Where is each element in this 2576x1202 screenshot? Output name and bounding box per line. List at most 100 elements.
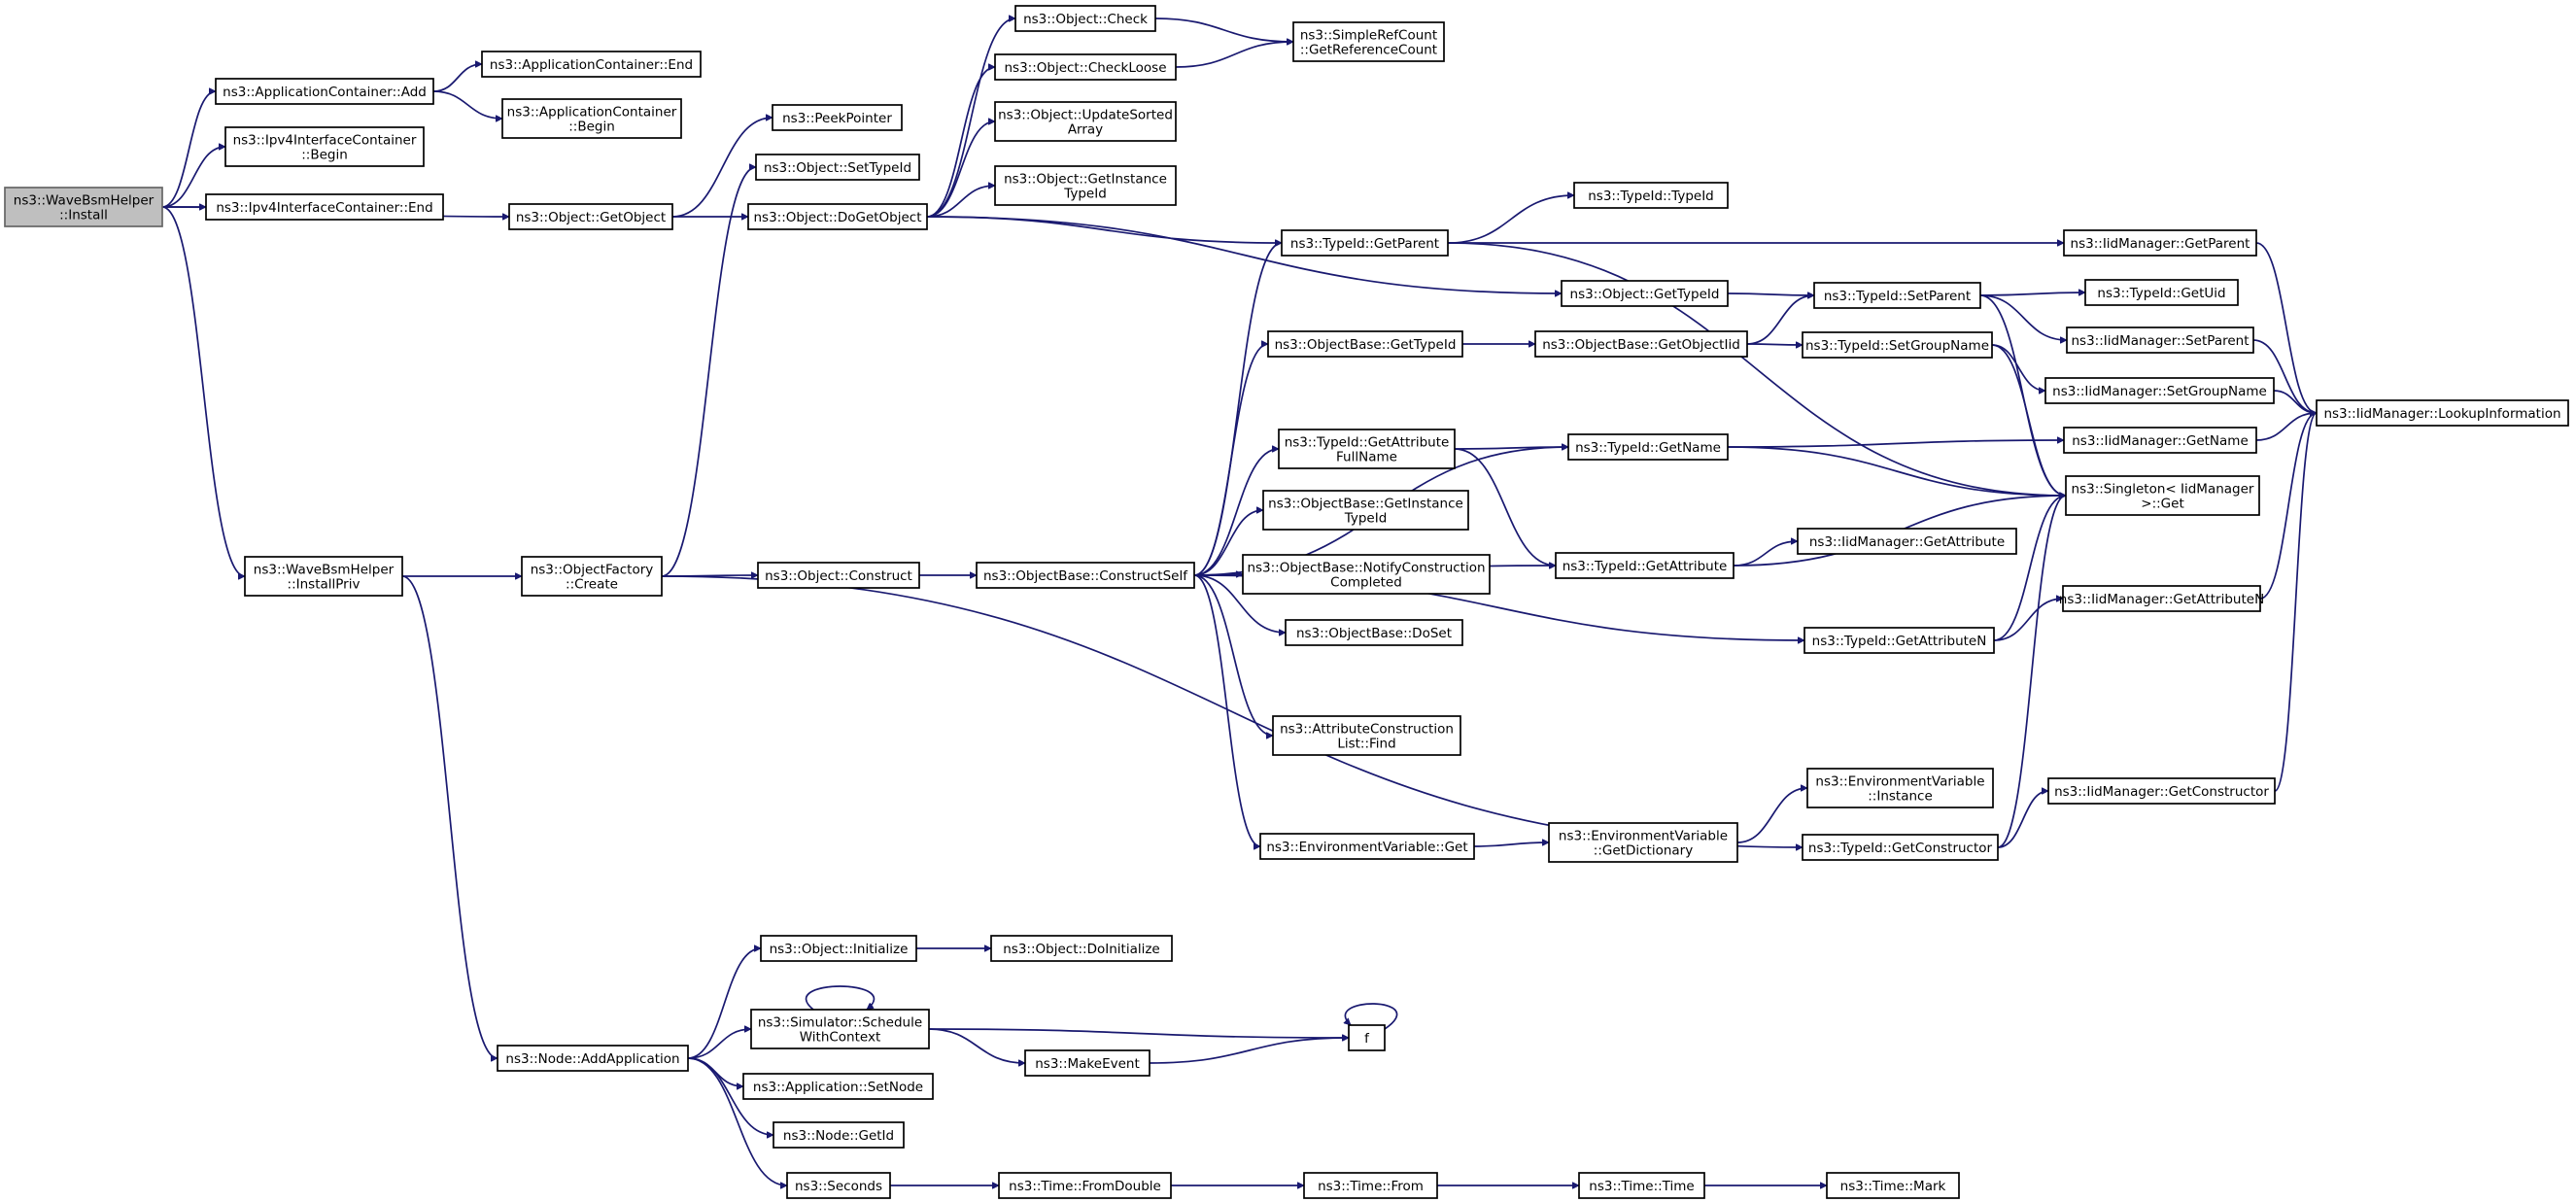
- edge-obj_dogetobject-to-obj_getinstancetypeid: [926, 186, 995, 218]
- node-objbase_gettypeid[interactable]: ns3::ObjectBase::GetTypeId: [1267, 330, 1463, 358]
- node-iid_getattribute[interactable]: ns3::IidManager::GetAttribute: [1797, 528, 2017, 555]
- node-obj_initialize[interactable]: ns3::Object::Initialize: [760, 935, 917, 962]
- edge-typeid_getattributen-to-iid_getattributen: [1993, 599, 2063, 641]
- node-box: [755, 154, 920, 181]
- nodes-layer: ns3::WaveBsmHelper::Installns3::Applicat…: [4, 5, 2569, 1199]
- node-iid_getattributen[interactable]: ns3::IidManager::GetAttributeN: [2059, 585, 2264, 612]
- node-obj_construct[interactable]: ns3::Object::Construct: [757, 562, 920, 589]
- node-wbh_installpriv[interactable]: ns3::WaveBsmHelper::InstallPriv: [244, 556, 403, 597]
- edge-obj_dogetobject-to-obj_updatesorted: [926, 121, 996, 218]
- node-iid_lookupinfo[interactable]: ns3::IidManager::LookupInformation: [2316, 399, 2569, 427]
- node-obj_gettypeid[interactable]: ns3::Object::GetTypeId: [1561, 280, 1729, 307]
- node-obj_settypeid[interactable]: ns3::Object::SetTypeId: [755, 154, 920, 181]
- node-singleton_get[interactable]: ns3::Singleton< IidManager >::Get: [2065, 475, 2260, 516]
- node-label: ns3::Object::Initialize: [770, 942, 909, 957]
- node-time_fromdouble[interactable]: ns3::Time::FromDouble: [998, 1172, 1172, 1199]
- edge-install-to-appcont_add: [161, 91, 217, 208]
- node-objbase_getobjectiid[interactable]: ns3::ObjectBase::GetObjectIid: [1534, 330, 1748, 358]
- node-obj_checkloose[interactable]: ns3::Object::CheckLoose: [994, 53, 1177, 81]
- node-iid_setparent[interactable]: ns3::IidManager::SetParent: [2066, 326, 2254, 354]
- node-seconds[interactable]: ns3::Seconds: [786, 1172, 891, 1199]
- node-iid_getconstructor[interactable]: ns3::IidManager::GetConstructor: [2047, 777, 2276, 805]
- edge-obj_getobject-to-peekpointer: [671, 118, 773, 218]
- node-obj_getobject[interactable]: ns3::Object::GetObject: [508, 203, 673, 230]
- edge-node_addapplication-to-seconds: [687, 1057, 787, 1185]
- node-label: ns3::Time::From: [1318, 1179, 1424, 1194]
- node-label: ns3::IidManager::SetGroupName: [2052, 384, 2267, 399]
- node-node_addapplication[interactable]: ns3::Node::AddApplication: [497, 1045, 689, 1072]
- node-box: [1578, 1172, 1705, 1199]
- edge-typeid_setparent-to-typeid_getuid: [1979, 292, 2085, 296]
- edge-makeevent-to-f: [1149, 1038, 1349, 1064]
- node-appcont_end[interactable]: ns3::ApplicationContainer::End: [481, 51, 702, 78]
- node-simplerefcount[interactable]: ns3::SimpleRefCount::GetReferenceCount: [1292, 21, 1445, 62]
- node-obj_check[interactable]: ns3::Object::Check: [1014, 5, 1156, 32]
- node-box: [1548, 822, 1738, 863]
- node-makeevent[interactable]: ns3::MakeEvent: [1024, 1049, 1151, 1077]
- node-obj_doinitialize[interactable]: ns3::Object::DoInitialize: [990, 935, 1173, 962]
- node-label: ::Begin: [301, 148, 348, 163]
- node-objbase_doset[interactable]: ns3::ObjectBase::DoSet: [1285, 619, 1463, 646]
- node-objbase_constructself[interactable]: ns3::ObjectBase::ConstructSelf: [976, 562, 1195, 589]
- node-time_time[interactable]: ns3::Time::Time: [1578, 1172, 1705, 1199]
- node-typeid_getuid[interactable]: ns3::TypeId::GetUid: [2084, 279, 2239, 306]
- node-appcont_add[interactable]: ns3::ApplicationContainer::Add: [215, 78, 434, 105]
- node-label: ns3::TypeId::GetName: [1575, 440, 1721, 456]
- edge-obj_dogetobject-to-obj_checkloose: [926, 67, 996, 218]
- node-typeid_getattributen[interactable]: ns3::TypeId::GetAttributeN: [1803, 627, 1995, 654]
- edge-typeid_getconstructor-to-iid_getconstructor: [1997, 791, 2049, 848]
- node-ipv4_end[interactable]: ns3::Ipv4InterfaceContainer::End: [205, 193, 444, 221]
- node-iid_getname[interactable]: ns3::IidManager::GetName: [2063, 427, 2257, 454]
- node-typeid_getattribute[interactable]: ns3::TypeId::GetAttribute: [1555, 552, 1735, 579]
- node-box: [994, 165, 1177, 206]
- node-install[interactable]: ns3::WaveBsmHelper::Install: [4, 187, 163, 227]
- node-objfactory_create[interactable]: ns3::ObjectFactory::Create: [521, 556, 663, 597]
- node-iid_setgroupname[interactable]: ns3::IidManager::SetGroupName: [2044, 377, 2275, 404]
- node-box: [2044, 377, 2275, 404]
- node-objbase_notifyconstruction[interactable]: ns3::ObjectBase::NotifyConstructionCompl…: [1242, 554, 1491, 595]
- node-typeid_getparent[interactable]: ns3::TypeId::GetParent: [1281, 229, 1449, 257]
- node-node_getid[interactable]: ns3::Node::GetId: [773, 1121, 905, 1149]
- node-time_from[interactable]: ns3::Time::From: [1303, 1172, 1438, 1199]
- node-f[interactable]: f: [1348, 1024, 1386, 1051]
- node-box: [2047, 777, 2276, 805]
- node-label: TypeId: [1344, 511, 1388, 527]
- node-box: [501, 98, 682, 139]
- node-envvar_instance[interactable]: ns3::EnvironmentVariable::Instance: [1806, 768, 1994, 808]
- node-typeid_getconstructor[interactable]: ns3::TypeId::GetConstructor: [1802, 834, 1999, 861]
- node-iid_getparent[interactable]: ns3::IidManager::GetParent: [2063, 229, 2257, 257]
- node-peekpointer[interactable]: ns3::PeekPointer: [772, 104, 903, 131]
- node-appcont_begin[interactable]: ns3::ApplicationContainer::Begin: [501, 98, 682, 139]
- node-box: [2062, 585, 2261, 612]
- edge-appcont_add-to-appcont_begin: [432, 90, 502, 119]
- node-label: ns3::ObjectBase::GetTypeId: [1275, 337, 1457, 353]
- node-ipv4_begin[interactable]: ns3::Ipv4InterfaceContainer::Begin: [224, 126, 425, 167]
- node-box: [773, 1121, 905, 1149]
- node-typeid_getname[interactable]: ns3::TypeId::GetName: [1567, 433, 1729, 461]
- edge-iid_getconstructor-to-iid_lookupinfo: [2274, 413, 2318, 792]
- node-envvar_get[interactable]: ns3::EnvironmentVariable::Get: [1259, 833, 1475, 860]
- node-app_setnode[interactable]: ns3::Application::SetNode: [742, 1073, 934, 1100]
- node-box: [1555, 552, 1735, 579]
- edge-sim_schedulewithcontext-to-sim_schedulewithcontext: [805, 985, 876, 1011]
- node-typeid_typeid[interactable]: ns3::TypeId::TypeId: [1573, 182, 1729, 209]
- node-obj_dogetobject[interactable]: ns3::Object::DoGetObject: [747, 203, 928, 230]
- edge-sim_schedulewithcontext-to-f: [928, 1028, 1349, 1038]
- node-label: ns3::ObjectFactory: [531, 563, 654, 578]
- node-envvar_getdictionary[interactable]: ns3::EnvironmentVariable::GetDictionary: [1548, 822, 1738, 863]
- node-typeid_setgroupname[interactable]: ns3::TypeId::SetGroupName: [1802, 331, 1993, 359]
- node-time_mark[interactable]: ns3::Time::Mark: [1826, 1172, 1960, 1199]
- edge-f-to-f: [1345, 1003, 1398, 1030]
- node-box: [760, 935, 917, 962]
- edge-obj_dogetobject-to-obj_check: [926, 18, 1016, 218]
- node-typeid_setparent[interactable]: ns3::TypeId::SetParent: [1813, 282, 1981, 309]
- node-box: [1285, 619, 1463, 646]
- node-label: ns3::Time::FromDouble: [1009, 1179, 1161, 1194]
- edge-objbase_constructself-to-objbase_gettypeid: [1193, 344, 1269, 576]
